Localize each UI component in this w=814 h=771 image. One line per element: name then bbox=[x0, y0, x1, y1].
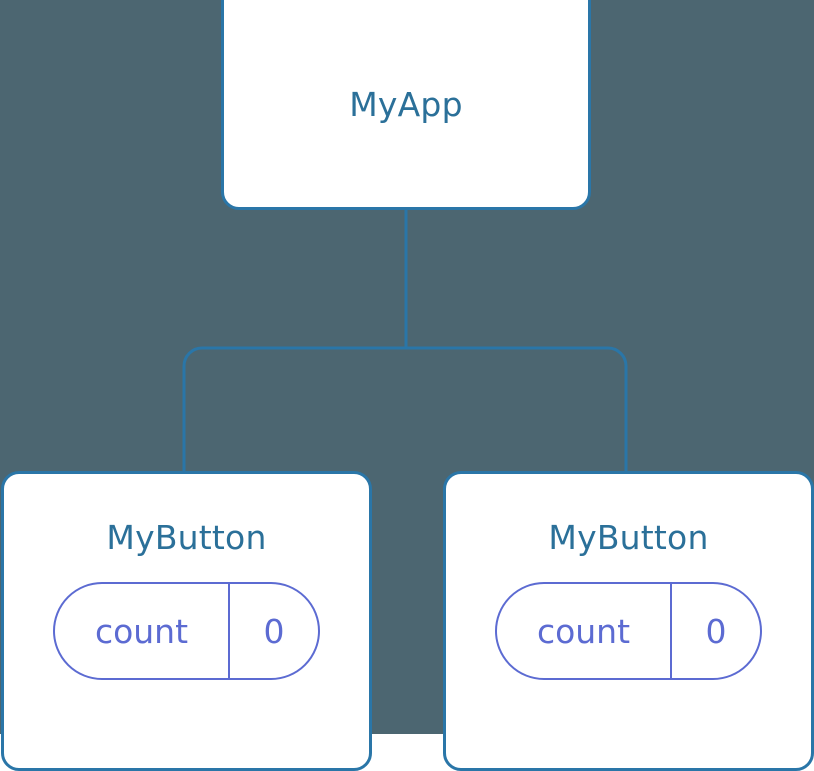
state-key-label: count bbox=[55, 584, 230, 678]
node-title: MyButton bbox=[106, 518, 267, 557]
node-myapp[interactable]: MyApp bbox=[221, 0, 591, 210]
state-value-label: 0 bbox=[263, 611, 285, 651]
state-key-label: count bbox=[497, 584, 672, 678]
state-capsule-count[interactable]: count 0 bbox=[495, 582, 762, 680]
node-mybutton-0[interactable]: MyButton count 0 bbox=[1, 471, 372, 771]
node-title: MyApp bbox=[349, 84, 463, 124]
state-capsule-count[interactable]: count 0 bbox=[53, 582, 320, 680]
connector-branch-left bbox=[182, 346, 406, 471]
connector-branch-right bbox=[406, 346, 628, 471]
node-title: MyButton bbox=[548, 518, 709, 557]
state-value-label: 0 bbox=[705, 611, 727, 651]
connector-lines bbox=[182, 210, 628, 471]
node-mybutton-1[interactable]: MyButton count 0 bbox=[443, 471, 814, 771]
